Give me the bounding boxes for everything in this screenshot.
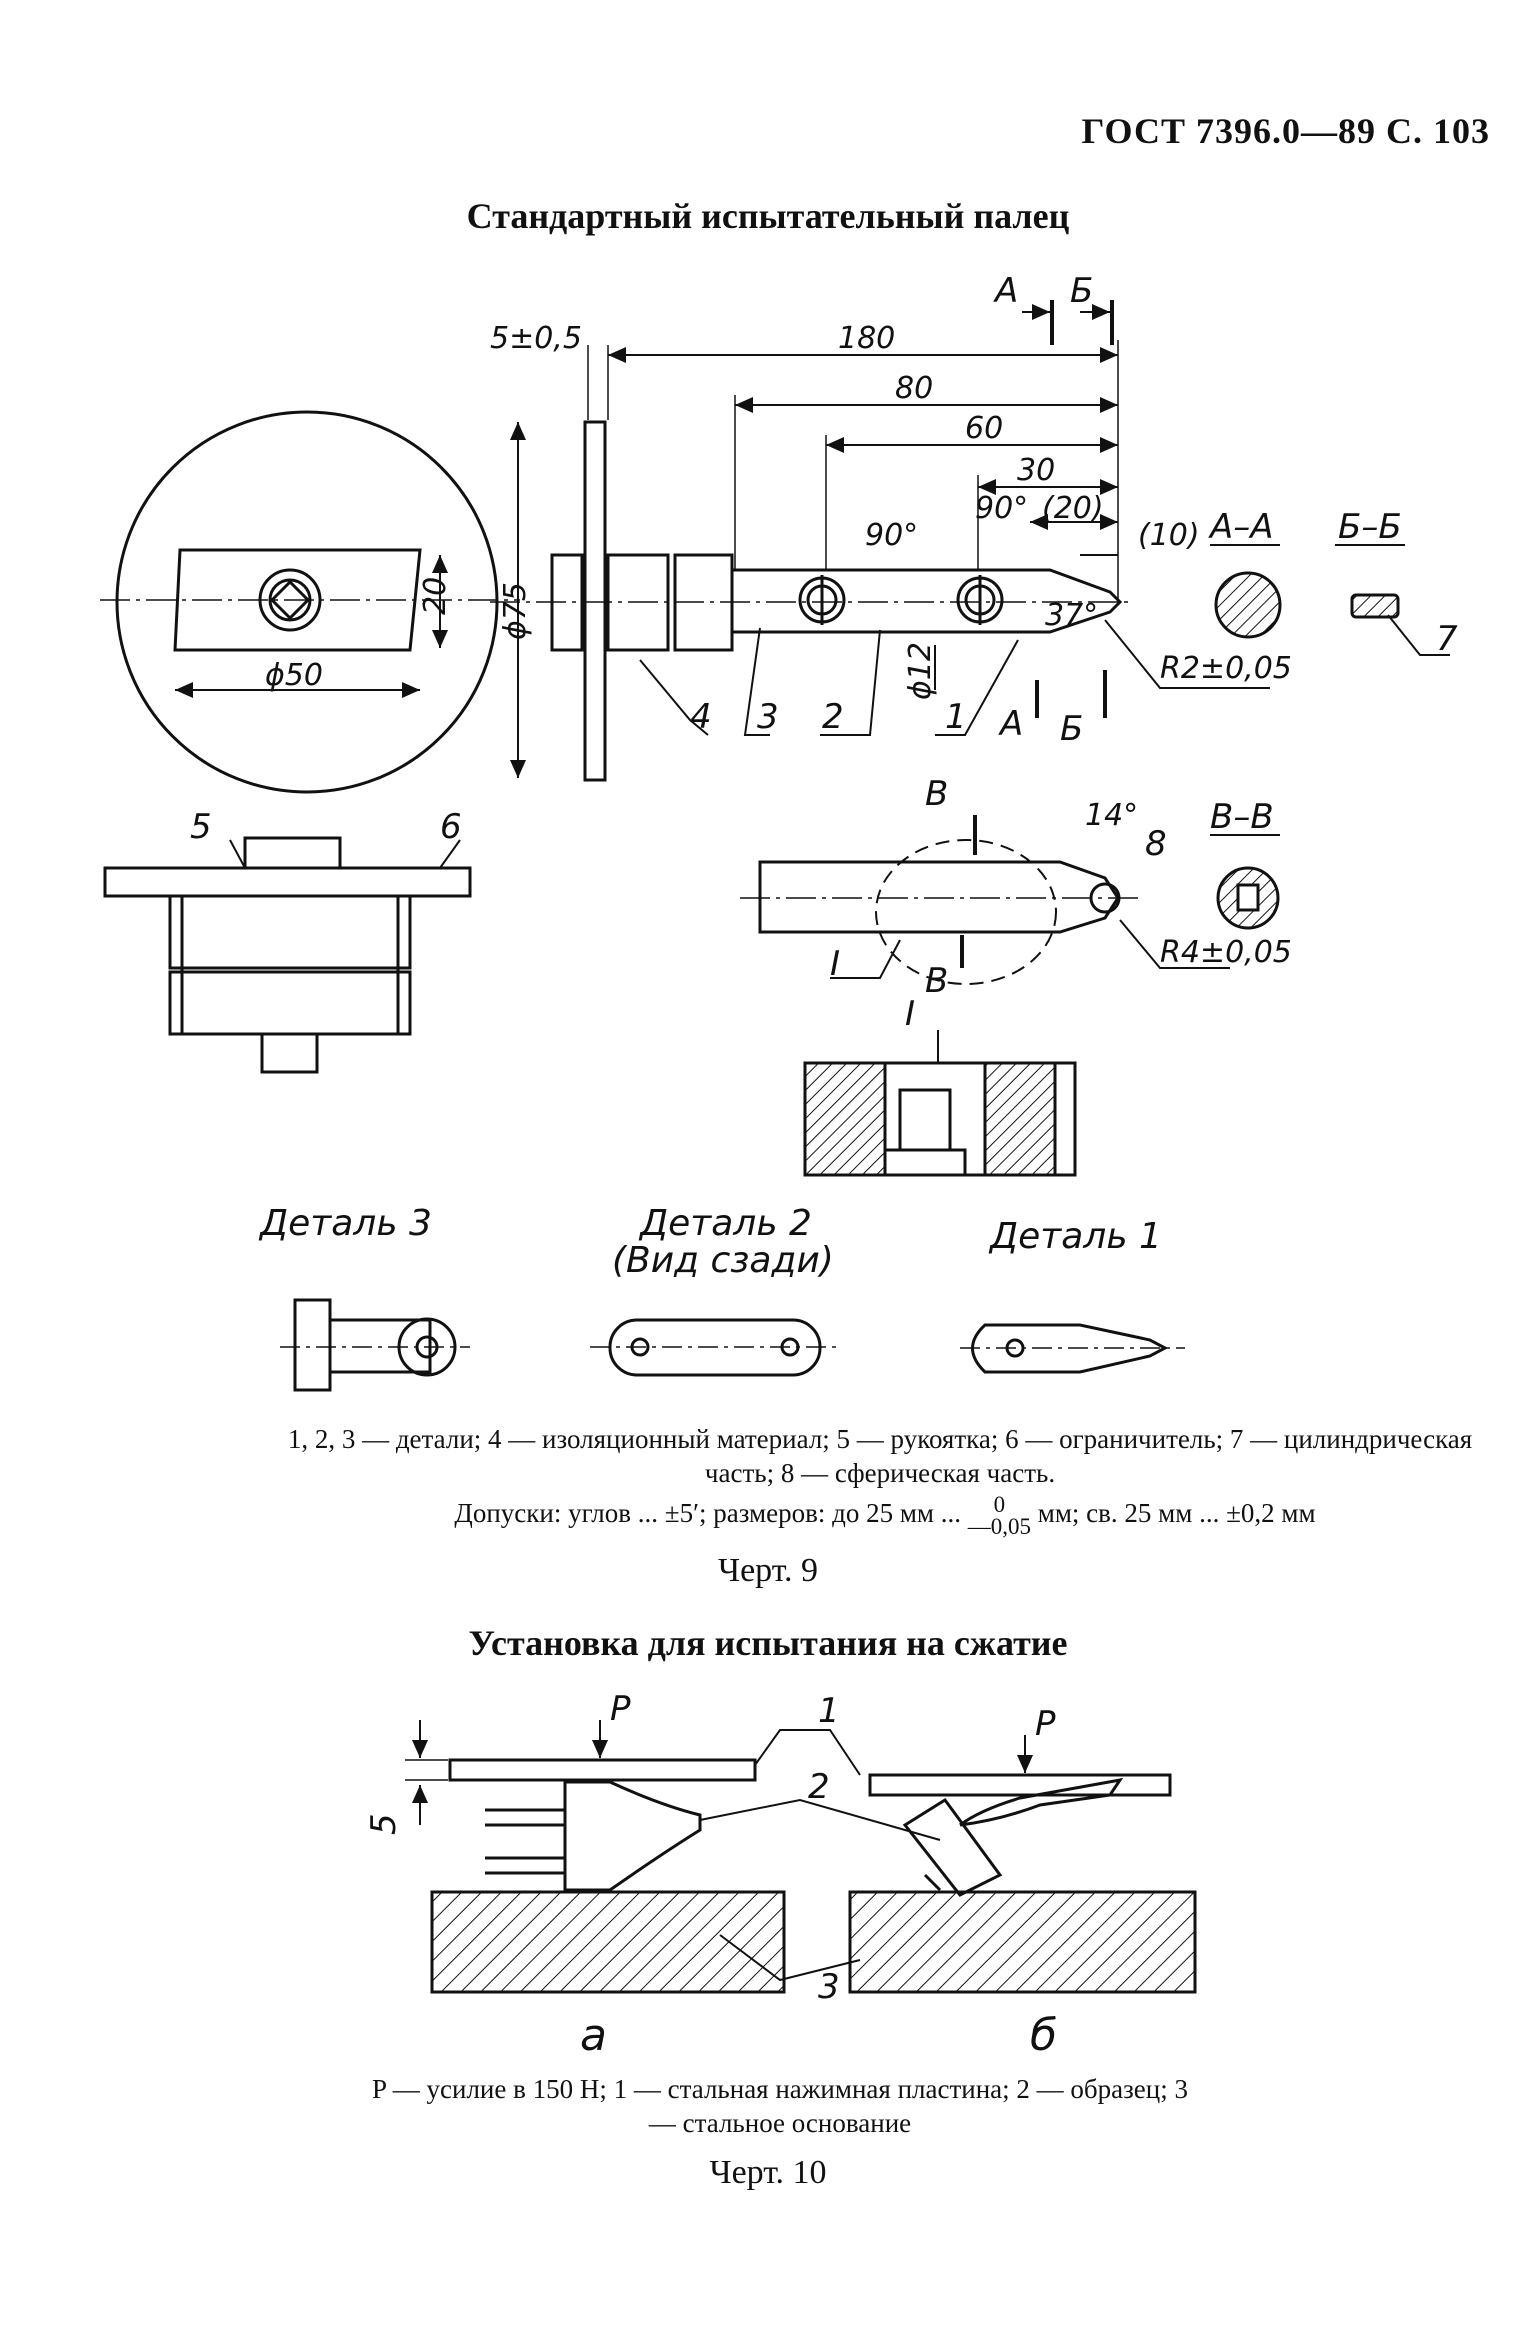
tolerance-suffix: мм; св. 25 мм ... ±0,2 мм	[1037, 1498, 1316, 1529]
svg-text:(10): (10)	[1138, 518, 1200, 553]
svg-text:I: I	[905, 994, 915, 1034]
svg-text:ϕ75: ϕ75	[498, 582, 533, 640]
tolerance-upper: 0	[993, 1492, 1006, 1517]
svg-text:R2±0,05: R2±0,05	[1160, 651, 1292, 686]
pressure-plate-b	[868, 1773, 1172, 1797]
svg-text:А–А: А–А	[1208, 507, 1274, 547]
svg-text:Б: Б	[1060, 709, 1083, 749]
svg-text:180: 180	[838, 321, 895, 356]
svg-text:5±0,5: 5±0,5	[490, 321, 582, 356]
figure10-caption: Черт. 10	[709, 2154, 827, 2191]
svg-text:А: А	[998, 704, 1023, 744]
svg-text:7: 7	[1436, 619, 1458, 659]
svg-text:4: 4	[690, 697, 712, 737]
svg-text:P: P	[610, 1689, 631, 1729]
svg-text:Деталь 1: Деталь 1	[988, 1216, 1162, 1257]
svg-text:30: 30	[1017, 453, 1055, 488]
svg-text:80: 80	[895, 371, 933, 406]
svg-text:В: В	[925, 961, 948, 1001]
svg-text:Деталь 3: Деталь 3	[258, 1203, 432, 1244]
svg-text:Б–Б: Б–Б	[1338, 507, 1402, 547]
svg-text:(Вид сзади): (Вид сзади)	[612, 1240, 834, 1281]
svg-text:5: 5	[190, 807, 212, 847]
tolerance-lower: —0,05	[967, 1514, 1031, 1539]
svg-text:а: а	[580, 2010, 607, 2060]
svg-text:ϕ12: ϕ12	[903, 642, 938, 700]
svg-text:(20): (20)	[1042, 491, 1104, 526]
page-header: ГОСТ 7396.0—89 С. 103	[1081, 111, 1490, 151]
svg-text:В–В: В–В	[1210, 797, 1274, 837]
figure10-title: Установка для испытания на сжатие	[468, 1623, 1068, 1663]
svg-text:5: 5	[364, 1813, 404, 1835]
svg-text:Деталь 2: Деталь 2	[638, 1203, 812, 1244]
svg-text:I: I	[830, 944, 840, 984]
svg-text:90°: 90°	[865, 518, 918, 553]
svg-text:P: P	[1035, 1704, 1056, 1744]
svg-text:1: 1	[945, 697, 967, 737]
figure10-drawing: P P 1 2 3 5 а б	[364, 1689, 1197, 2060]
figure9-legend: 1, 2, 3 — детали; 4 — изоляционный матер…	[287, 1424, 1473, 1488]
figure9-title: Стандартный испытательный палец	[466, 196, 1070, 236]
figure9-drawing: 5±0,5 180 80 60 30 (20) (10) 90° 90° 37°…	[100, 271, 1458, 1392]
svg-text:37°: 37°	[1045, 598, 1098, 633]
svg-text:90°: 90°	[975, 491, 1028, 526]
svg-text:3: 3	[818, 1967, 840, 2007]
svg-text:3: 3	[757, 697, 779, 737]
base-a	[430, 1890, 786, 1994]
svg-text:Б: Б	[1070, 271, 1093, 311]
pressure-plate-a	[448, 1758, 757, 1782]
svg-text:В: В	[925, 774, 948, 814]
svg-text:R4±0,05: R4±0,05	[1160, 935, 1292, 970]
base-b	[848, 1890, 1197, 1994]
svg-text:А: А	[993, 271, 1018, 311]
tolerance-prefix: Допуски: углов ... ±5′; размеров: до 25 …	[454, 1498, 961, 1529]
svg-text:2: 2	[808, 1767, 830, 1807]
svg-text:14°: 14°	[1085, 798, 1138, 833]
svg-text:6: 6	[440, 807, 462, 847]
svg-text:2: 2	[822, 697, 844, 737]
svg-text:8: 8	[1145, 824, 1167, 864]
svg-text:20: 20	[418, 577, 453, 615]
svg-text:ϕ50: ϕ50	[265, 658, 323, 693]
figure9-tolerances: Допуски: углов ... ±5′; размеров: до 25 …	[270, 1492, 1500, 1539]
figure10-legend: P — усилие в 150 Н; 1 — стальная нажимна…	[372, 2074, 1188, 2138]
svg-text:б: б	[1030, 2010, 1057, 2060]
guard-plate	[583, 420, 607, 782]
figure9-caption: Черт. 9	[717, 1552, 819, 1589]
svg-text:1: 1	[818, 1691, 840, 1731]
svg-text:60: 60	[965, 411, 1003, 446]
